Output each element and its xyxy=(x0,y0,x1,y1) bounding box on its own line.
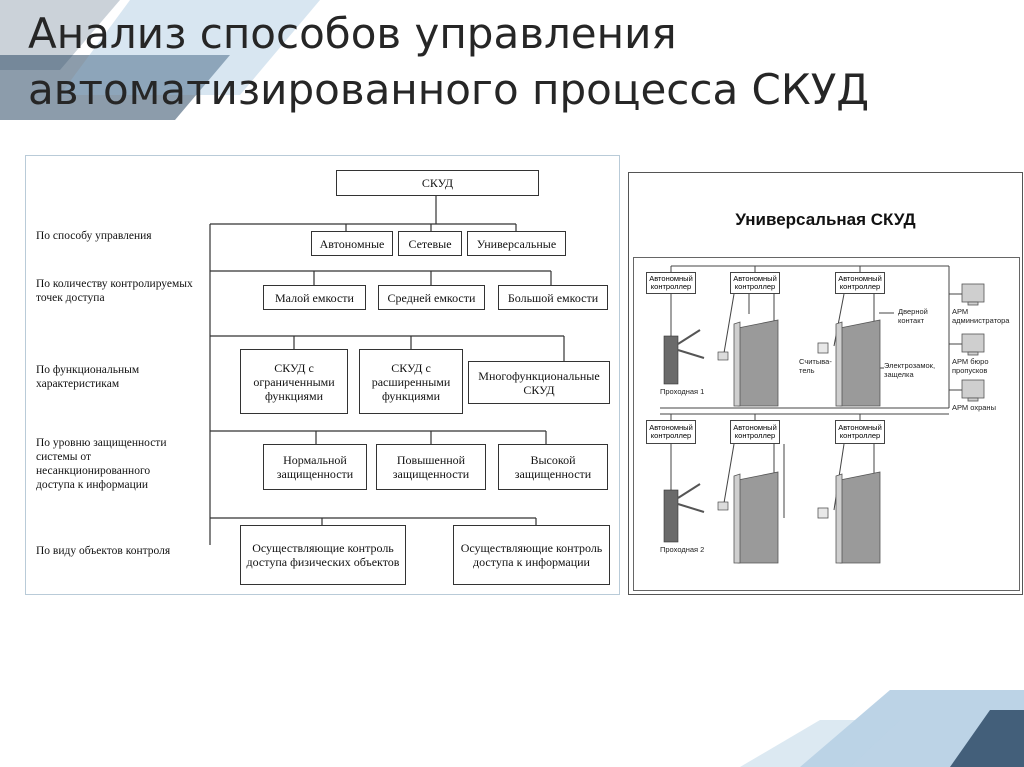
universal-scheme: Автономный контроллер Автономный контрол… xyxy=(633,257,1020,591)
controller-6: Автономный контроллер xyxy=(835,420,885,444)
box-information-access: Осуществляющие контроль доступа к информ… xyxy=(453,525,610,585)
box-low-capacity: Малой емкости xyxy=(263,285,366,310)
controller-1: Автономный контроллер xyxy=(646,272,696,294)
workstation-admin-label: АРМ администратора xyxy=(952,307,1010,325)
box-limited-functions: СКУД с ограниченными функциями xyxy=(240,349,348,414)
box-high-security: Высокой защищенности xyxy=(498,444,608,490)
workstation-security-label: АРМ охраны xyxy=(952,403,996,412)
door-contact-label: Дверной контакт xyxy=(898,307,928,325)
slide-title: Анализ способов управления автоматизиров… xyxy=(28,9,870,114)
turnstile-2 xyxy=(663,483,729,543)
box-normal-security: Нормальной защищенности xyxy=(263,444,367,490)
classification-diagram: По способу управления По количеству конт… xyxy=(25,155,620,595)
workstation-monitors xyxy=(961,283,985,402)
door-1 xyxy=(733,319,779,407)
box-increased-security: Повышенной защищенности xyxy=(376,444,486,490)
scheme-wiring xyxy=(660,265,985,564)
universal-heading: Универсальная СКУД xyxy=(735,210,916,229)
box-high-capacity: Большой емкости xyxy=(498,285,608,310)
door-2 xyxy=(817,319,881,407)
criterion-functions: По функциональным характеристикам xyxy=(36,364,140,390)
criterion-objects: По виду объектов контроля xyxy=(36,545,171,557)
turnstile-1 xyxy=(663,329,729,385)
passage-2-label: Проходная 2 xyxy=(660,545,705,554)
criterion-control-method: По способу управления xyxy=(36,230,152,242)
door-3 xyxy=(733,471,779,564)
box-medium-capacity: Средней емкости xyxy=(378,285,485,310)
controller-5: Автономный контроллер xyxy=(730,420,780,444)
criterion-security: По уровню защищенности системы от несанк… xyxy=(36,437,167,491)
box-autonomous: Автономные xyxy=(311,231,393,256)
controller-3: Автономный контроллер xyxy=(835,272,885,294)
box-multifunctional: Многофункциональные СКУД xyxy=(468,361,610,404)
box-network: Сетевые xyxy=(398,231,462,256)
criterion-capacity: По количеству контролируемых точек досту… xyxy=(36,278,193,304)
reader-label: Считыва-тель xyxy=(799,357,832,375)
box-physical-objects: Осуществляющие контроль доступа физическ… xyxy=(240,525,406,585)
lock-label: Электрозамок, защелка xyxy=(884,361,936,379)
controller-4: Автономный контроллер xyxy=(646,420,696,444)
workstation-passes-label: АРМ бюро пропусков xyxy=(952,357,989,375)
classification-connectors xyxy=(209,196,565,545)
universal-acs-panel: Универсальная СКУД xyxy=(628,172,1023,595)
door-4 xyxy=(817,471,881,564)
bottom-right-decoration xyxy=(740,690,1024,767)
box-universal: Универсальные xyxy=(467,231,566,256)
controller-2: Автономный контроллер xyxy=(730,272,780,294)
box-extended-functions: СКУД с расширенными функциями xyxy=(359,349,463,414)
top-left-decoration xyxy=(0,0,320,120)
root-box: СКУД xyxy=(336,170,539,196)
passage-1-label: Проходная 1 xyxy=(660,387,705,396)
